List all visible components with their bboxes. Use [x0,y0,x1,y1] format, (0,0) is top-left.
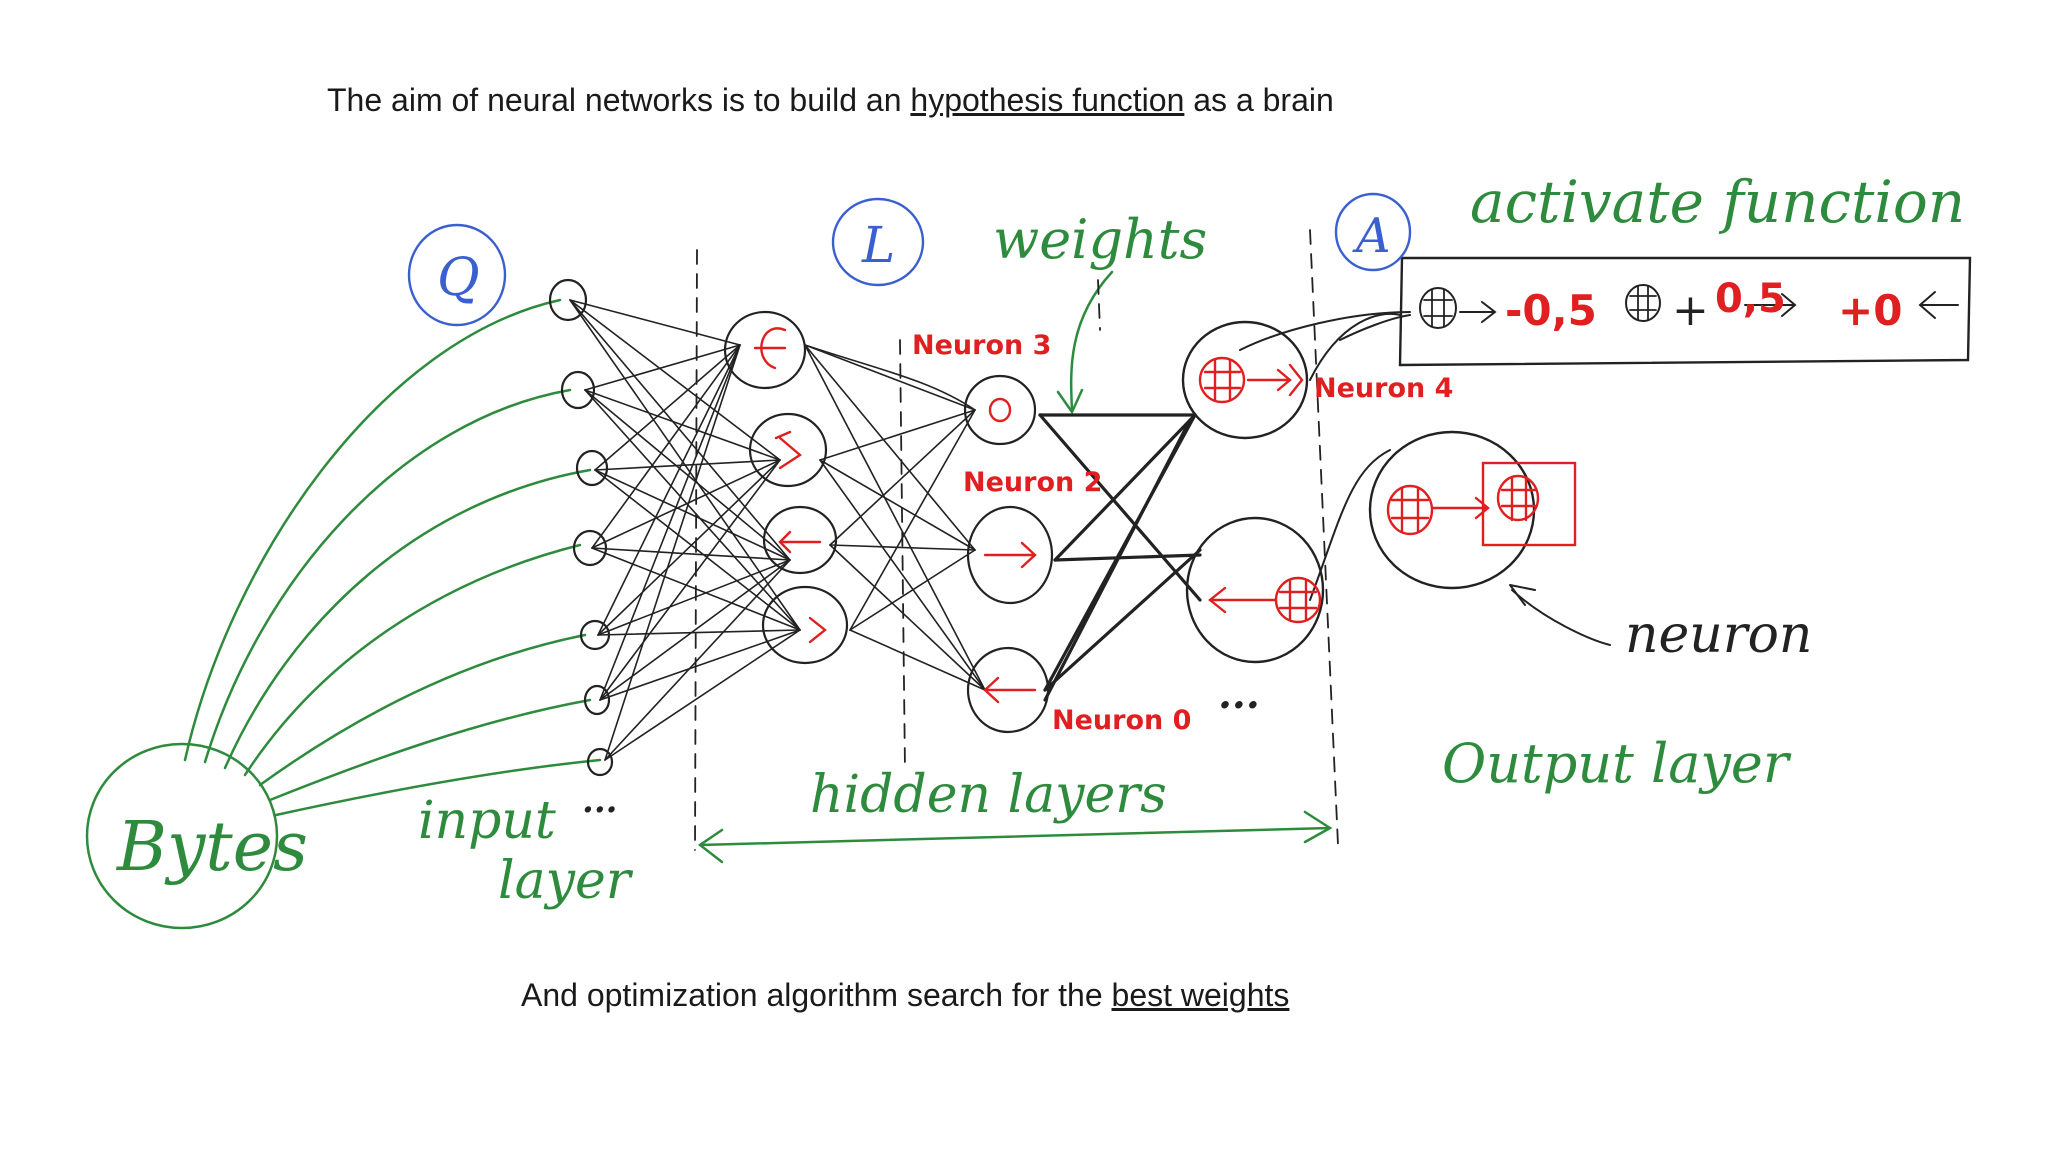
bytes-label: Bytes [115,808,308,887]
input-ellipsis: ... [582,781,618,821]
hidden-layer-1 [723,310,849,665]
caption-bottom: And optimization algorithm search for th… [521,977,1289,1014]
circle-a [1334,192,1412,272]
caption-top-underlined: hypothesis function [910,82,1185,118]
letter-l: L [861,216,895,274]
caption-bottom-underlined: best weights [1111,977,1290,1013]
bytes-wires [85,270,1333,930]
hidden-layers-label: hidden layers [810,765,1167,825]
layer-separators [694,229,1339,851]
zoomed-neuron-circle [1368,430,1536,590]
activation-plus: + [1672,285,1709,336]
input-layer-label-1: input [418,791,556,851]
hidden-ellipsis: ... [1218,671,1260,718]
neuron-0-label: Neuron 0 [1052,705,1191,736]
activation-box [1398,256,1972,367]
weights-label: weights [993,208,1207,271]
output-connections [1239,311,1611,646]
hidden-layers-arrow [698,826,1332,847]
neuron-3-label: Neuron 3 [912,330,1051,361]
input-nodes [548,278,614,777]
activation-value-2: 0,5 [1715,276,1786,322]
caption-top-suffix: as a brain [1184,82,1334,118]
neuron-4-label: Neuron 4 [1314,373,1453,404]
neuron-glyphs [753,327,1577,704]
letter-a: A [1352,208,1391,264]
caption-bottom-prefix: And optimization algorithm search for th… [521,977,1112,1013]
hidden-layer-2 [963,374,1054,734]
activation-value-1: -0,5 [1505,286,1597,335]
strong-connections [1038,413,1202,702]
bytes-circle [85,742,279,930]
blue-letter-circles [407,192,1412,327]
circle-l [831,197,925,287]
circle-q [407,223,507,327]
letter-q: Q [437,248,480,308]
neuron-label: neuron [1625,605,1812,665]
input-layer-label-2: layer [498,851,634,911]
caption-top-prefix: The aim of neural networks is to build a… [327,82,911,118]
caption-top: The aim of neural networks is to build a… [327,82,1334,119]
output-layer-label: Output layer [1442,732,1792,795]
activate-function-label: activate function [1470,168,1965,236]
connection-mesh [569,299,986,761]
neuron-2-label: Neuron 2 [963,467,1102,498]
activation-value-3: +0 [1838,286,1902,335]
